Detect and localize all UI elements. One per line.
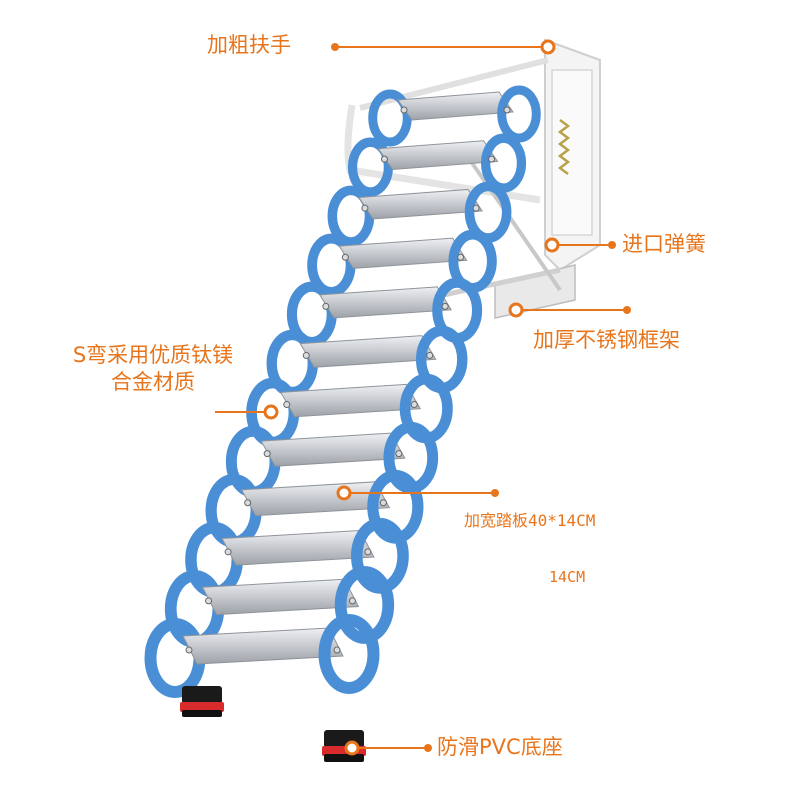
tread-plate (240, 481, 391, 517)
left-s-link (307, 233, 356, 297)
bolt (302, 351, 310, 359)
bolt (283, 401, 291, 409)
label-s-material: S弯采用优质钛镁 合金材质 (58, 343, 248, 395)
bolt (457, 253, 465, 261)
tread-plate (377, 140, 499, 170)
ladder-steps (144, 85, 541, 698)
label-tread: 加宽踏板40*14CM (464, 511, 596, 530)
tread-plate (279, 383, 422, 418)
bolt (244, 499, 252, 507)
tread-plate (182, 627, 344, 665)
tread-plate (338, 237, 468, 269)
left-s-link (368, 89, 412, 147)
label-base: 防滑PVC底座 (437, 735, 563, 759)
label-s-material-line1: S弯采用优质钛镁 (72, 343, 234, 367)
left-s-link (347, 137, 394, 197)
bolt (488, 155, 496, 163)
bolt (364, 548, 372, 556)
bolt (503, 106, 511, 114)
bolt (361, 204, 369, 212)
bolt (400, 106, 408, 114)
bolt (410, 401, 418, 409)
tread-plate (397, 91, 514, 121)
right-s-link (480, 133, 527, 193)
callout-lines (215, 46, 627, 749)
wall-mount-frame (344, 38, 601, 319)
right-s-link (497, 85, 541, 143)
bolt (263, 450, 271, 458)
tread-plate (318, 286, 453, 319)
bolt (472, 204, 480, 212)
tread-plate (299, 335, 437, 368)
callout-dots (263, 39, 631, 756)
label-handrail: 加粗扶手 (207, 33, 291, 57)
tread-plate (201, 578, 360, 616)
tread-plate (221, 530, 375, 566)
tread-plate (358, 188, 483, 220)
left-s-link (327, 185, 375, 247)
bolt (441, 302, 449, 310)
right-foot (322, 730, 366, 762)
bolt (379, 499, 387, 507)
bolt (426, 351, 434, 359)
bolt (322, 302, 330, 310)
bolt (341, 253, 349, 261)
bolt (395, 450, 403, 458)
bolt (348, 597, 356, 605)
label-s-material-line2: 合金材质 (111, 370, 195, 395)
right-s-link (318, 614, 380, 694)
bolt (185, 646, 193, 654)
tread-plate (260, 432, 406, 467)
bolt (224, 548, 232, 556)
non-slip-feet (180, 686, 366, 762)
bolt (333, 646, 341, 654)
label-size-note: 14CM (549, 568, 586, 586)
bolt (380, 155, 388, 163)
left-foot (180, 686, 224, 717)
label-frame: 加厚不锈钢框架 (533, 328, 680, 352)
bolt (205, 597, 213, 605)
label-spring: 进口弹簧 (622, 232, 706, 256)
